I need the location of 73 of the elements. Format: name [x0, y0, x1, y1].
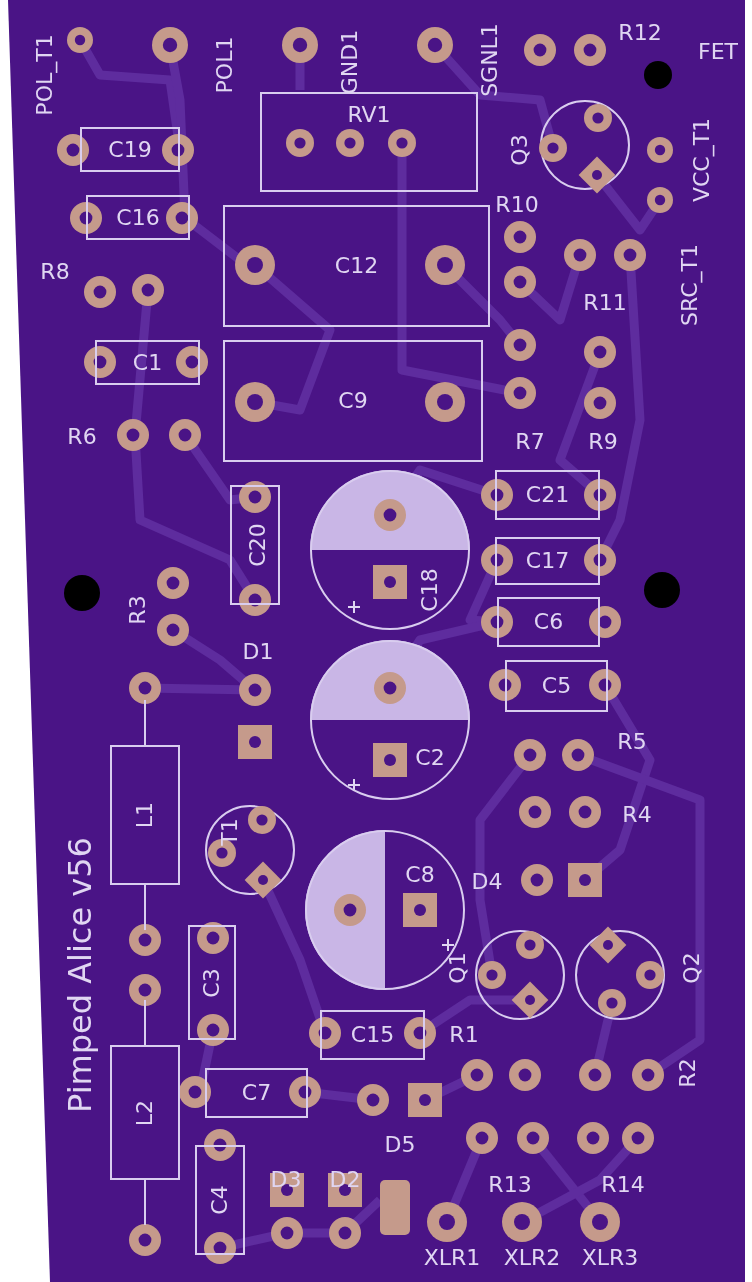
component-outline — [505, 660, 608, 712]
component-label: C12 — [334, 255, 379, 277]
component-outline — [110, 745, 180, 885]
designator-label: R5 — [617, 731, 647, 753]
component-outline — [80, 127, 180, 172]
component-outline — [195, 1145, 245, 1255]
designator-label: R6 — [67, 426, 97, 448]
component-label: C4 — [209, 1185, 231, 1215]
component-label: RV1 — [347, 104, 391, 126]
component-outline — [223, 205, 490, 327]
component-outline — [95, 340, 200, 385]
component-label: C8 — [405, 864, 435, 886]
component-label: C5 — [541, 675, 572, 697]
component-label: C17 — [525, 550, 570, 572]
component-label: C6 — [533, 611, 564, 633]
component-outline — [188, 925, 236, 1040]
component-label: C21 — [525, 484, 570, 506]
designator-label: R11 — [583, 292, 627, 314]
capacitor-outline — [310, 640, 470, 800]
designator-label: R3 — [127, 595, 149, 625]
component-label: L2 — [134, 1099, 156, 1126]
component-label: C20 — [247, 523, 269, 567]
designator-label: D3 — [270, 1169, 302, 1191]
component-outline — [223, 340, 483, 462]
designator-label: SRC_T1 — [679, 244, 701, 326]
component-label: C2 — [415, 747, 445, 769]
designator-label: R12 — [618, 22, 662, 44]
component-label: C3 — [201, 967, 223, 998]
component-label: C19 — [108, 138, 152, 161]
component-label: C7 — [241, 1082, 272, 1104]
component-outline — [260, 92, 478, 192]
component-outline — [205, 1068, 308, 1118]
designator-label: Q3 — [509, 134, 531, 166]
designator-label: POL1 — [214, 36, 236, 94]
component-label: C15 — [350, 1024, 395, 1046]
component-label: C1 — [132, 351, 163, 374]
component-outline — [320, 1010, 425, 1060]
designator-label: SGNL1 — [479, 23, 501, 97]
designator-label: VCC_T1 — [691, 117, 713, 203]
designator-label: POL_T1 — [34, 34, 56, 116]
designator-label: XLR2 — [503, 1247, 561, 1269]
designator-label: R1 — [449, 1024, 479, 1046]
designator-label: Q2 — [681, 952, 703, 984]
component-outline — [495, 470, 600, 520]
designator-label: GND1 — [339, 29, 361, 95]
component-label: L1 — [134, 801, 156, 829]
component-outline — [86, 195, 190, 240]
component-outline — [110, 1045, 180, 1180]
designator-label: T1 — [219, 818, 241, 846]
designator-label: R2 — [677, 1058, 699, 1088]
designator-label: R4 — [622, 804, 652, 826]
component-outline — [497, 597, 600, 647]
designator-label: R10 — [495, 194, 539, 216]
component-outline — [230, 485, 280, 605]
designator-label: XLR1 — [423, 1247, 481, 1269]
component-label: C18 — [419, 568, 441, 612]
designator-label: R14 — [601, 1174, 645, 1196]
designator-label: D5 — [384, 1134, 416, 1156]
designator-label: XLR3 — [581, 1247, 639, 1269]
designator-label: R7 — [515, 431, 545, 453]
component-outline — [495, 537, 600, 585]
designator-label: R13 — [488, 1174, 532, 1196]
designator-label: D2 — [329, 1169, 361, 1191]
board-title: Pimped Alice v56 — [64, 837, 96, 1113]
designator-label: FET — [698, 41, 738, 63]
designator-label: Q1 — [447, 952, 469, 984]
designator-label: D4 — [471, 871, 503, 893]
designator-label: R8 — [40, 261, 70, 283]
component-label: C16 — [116, 206, 160, 229]
designator-label: D1 — [242, 641, 274, 663]
component-label: C9 — [338, 390, 368, 412]
designator-label: R9 — [588, 431, 618, 453]
capacitor-outline — [310, 470, 470, 630]
